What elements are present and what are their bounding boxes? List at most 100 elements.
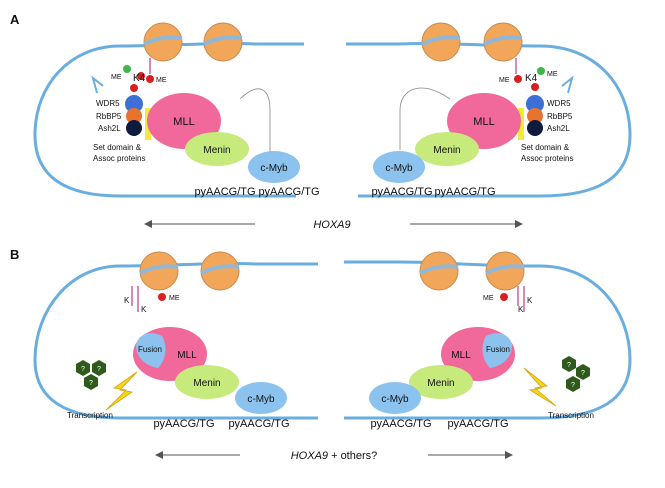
panel-a-right-mll-label: MLL	[473, 116, 494, 128]
panel-b-left-hexagon-1	[76, 360, 90, 376]
panel-b-left-k-label-2: K	[141, 305, 147, 314]
panel-b-left-cmyb	[235, 382, 287, 414]
panel-b-left-menin	[175, 365, 239, 399]
panel-b-right-q-3: ?	[571, 382, 575, 389]
panel-b-gene-suffix: + others?	[328, 450, 377, 462]
panel-b-nucleosome-2	[200, 251, 240, 291]
panel-b-left-hexagon-3	[84, 374, 98, 390]
panel-b-right-transcription-label: Transcription	[548, 411, 594, 420]
panel-b-right-methyl-red	[500, 293, 508, 301]
panel-a-nucleosome-4	[483, 22, 523, 62]
panel-b-right-fusion-label: Fusion	[486, 345, 510, 354]
panel-b-left-hexagon-2	[92, 360, 106, 376]
panel-a-nucleosome-3	[421, 22, 461, 62]
panel-a-left-ash2l-label: Ash2L	[98, 124, 121, 133]
panel-a-right-menin-label: Menin	[433, 145, 460, 156]
panel-a-right-methyl-green	[537, 67, 545, 75]
panel-b-right-mll-label: MLL	[451, 350, 471, 361]
panel-b-nucleosome-4	[485, 251, 525, 291]
panel-b-left-q-2: ?	[97, 366, 101, 373]
panel-b-right-me-label: ME	[483, 295, 494, 302]
panel-a-right-cmyb-label: c-Myb	[385, 163, 413, 174]
panel-a-gene-label: HOXA9	[313, 219, 350, 231]
panel-b-right-fusion	[482, 333, 512, 368]
panel-a-right-menin	[415, 132, 479, 166]
panel-b-left-transcription-label: Transcription	[67, 411, 113, 420]
panel-b-right-lightning-icon	[523, 367, 557, 407]
panel-a-left-tether-line	[239, 88, 271, 155]
panel-b-nucleosome-1	[139, 251, 179, 291]
panel-a-left-cmyb-label: c-Myb	[260, 163, 288, 174]
panel-b-left-menin-label: Menin	[193, 378, 220, 389]
panel-b-left-fusion	[136, 333, 166, 368]
panel-a-left-me-label-1: ME	[111, 74, 122, 81]
panel-b-right-hexagon-3	[566, 376, 580, 392]
panel-b-label: B	[10, 247, 19, 262]
panel-a-right-wdr5-circle	[526, 95, 544, 113]
panel-a-left-methyl-red-2	[146, 75, 154, 83]
panel-a-right-tether-line	[399, 87, 451, 150]
panel-b-left-k-label-1: K	[124, 296, 130, 305]
panel-b-left-site-2: pyAACG/TG	[228, 418, 289, 430]
panel-b-left-fusion-label: Fusion	[138, 345, 162, 354]
panel-a-right-site-2: pyAACG/TG	[434, 186, 495, 198]
panel-b-left-q-1: ?	[81, 366, 85, 373]
panel-b-right-menin	[409, 365, 473, 399]
panel-b-right-q-2: ?	[581, 370, 585, 377]
panel-a-right-cmyb	[373, 151, 425, 183]
panel-a-left-k4-label: K4	[133, 73, 146, 84]
panel-a-right-wdr5-label: WDR5	[547, 99, 571, 108]
panel-b-right-site-1: pyAACG/TG	[370, 418, 431, 430]
panel-b-gene-name: HOXA9	[291, 450, 328, 462]
panel-b-left-me-label: ME	[169, 295, 180, 302]
panel-a-left-set-domain-label-2: Assoc proteins	[93, 154, 145, 163]
panel-a-right-site-1: pyAACG/TG	[371, 186, 432, 198]
panel-b-right-q-1: ?	[567, 362, 571, 369]
panel-b-left-mll-label: MLL	[177, 350, 197, 361]
panel-a-left-wdr5-label: WDR5	[96, 99, 120, 108]
panel-a-left-rbbp5-label: RbBP5	[96, 112, 122, 121]
panel-b-right-hexagon-1	[562, 356, 576, 372]
panel-b-right-hexagon-2	[576, 364, 590, 380]
panel-a-left-wdr5-circle	[125, 95, 143, 113]
panel-a-left-rbbp5-circle	[126, 108, 142, 124]
panel-a-left-menin-label: Menin	[203, 145, 230, 156]
panel-b-gene-label: HOXA9 + others?	[291, 450, 378, 462]
panel-a-left-cmyb	[248, 151, 300, 183]
panel-a-right-ash2l-circle	[527, 120, 543, 136]
panel-b-right-menin-label: Menin	[427, 378, 454, 389]
panel-a-right-rbbp5-circle	[527, 108, 543, 124]
panel-a-right-me-label-2: ME	[547, 71, 558, 78]
panel-a-left-curved-arrow	[91, 75, 104, 94]
panel-a-right-rbbp5-label: RbBP5	[547, 112, 573, 121]
panel-a-right-set-domain-label-2: Assoc proteins	[521, 154, 573, 163]
panel-a-left-methyl-red-1	[137, 72, 145, 80]
panel-a-nucleosome-1	[143, 22, 183, 62]
panel-b-right-k-label-2: K	[518, 305, 524, 314]
panel-a-right-set-domain-label-1: Set domain &	[521, 143, 570, 152]
panel-a-dna-left	[33, 41, 304, 198]
panel-a-left-ash2l-circle	[126, 120, 142, 136]
panel-b-right-site-2: pyAACG/TG	[447, 418, 508, 430]
panel-a-nucleosome-2	[203, 22, 243, 62]
panel-b-dna-left	[33, 261, 318, 420]
panel-a-left-methyl-green	[123, 65, 131, 73]
panel-a-right-k4-label: K4	[525, 73, 538, 84]
panel-a-left-menin	[185, 132, 249, 166]
panel-a-right-mll	[447, 93, 521, 149]
panel-a-right-me-label-1: ME	[499, 77, 510, 84]
panel-b-right-cmyb	[369, 382, 421, 414]
panel-a-left-site-1: pyAACG/TG	[194, 186, 255, 198]
panel-a-left-mll-label: MLL	[173, 116, 194, 128]
panel-b-left-q-3: ?	[89, 380, 93, 387]
panel-b-nucleosome-3	[419, 251, 459, 291]
panel-a-left-methyl-red-3	[130, 84, 138, 92]
panel-a-right-methyl-red-1	[514, 75, 522, 83]
panel-a-right-ash2l-label: Ash2L	[547, 124, 570, 133]
panel-b-left-methyl-red	[158, 293, 166, 301]
panel-a-label: A	[10, 12, 20, 27]
panel-b-left-cmyb-label: c-Myb	[247, 394, 275, 405]
panel-b-right-k-label-1: K	[527, 296, 533, 305]
panel-b-left-site-1: pyAACG/TG	[153, 418, 214, 430]
